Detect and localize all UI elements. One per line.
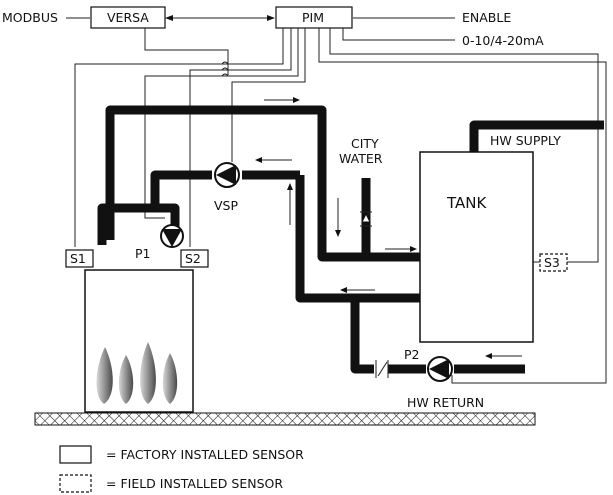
p2-label: P2: [404, 347, 420, 362]
city-water-label-1: CITY: [351, 136, 379, 151]
tank: [419, 151, 534, 343]
flame-icon: [96, 342, 178, 404]
legend-solid-label: = FACTORY INSTALLED SENSOR: [106, 447, 304, 462]
modbus-label: MODBUS: [2, 10, 58, 25]
sensor-s2: [180, 249, 209, 268]
p2-pump-icon: [427, 356, 453, 382]
tank-label: TANK: [446, 194, 487, 212]
legend-solid-swatch: [59, 445, 92, 464]
sensor-s3: [539, 253, 568, 272]
sensor-s1-label: S1: [70, 251, 86, 266]
enable-label: ENABLE: [462, 10, 511, 25]
sensor-s3-label: S3: [544, 255, 560, 270]
sensor-s2-label: S2: [185, 251, 201, 266]
pim-box: [275, 6, 353, 29]
hw-supply-label: HW SUPPLY: [490, 133, 561, 148]
versa-box: [90, 6, 166, 29]
flow-arrows: [255, 97, 522, 359]
vsp-label: VSP: [214, 198, 238, 213]
p1-pump-icon: [160, 224, 184, 248]
pim-label: PIM: [302, 10, 324, 25]
city-water-label-2: WATER: [339, 151, 383, 166]
analog-label: 0-10/4-20mA: [462, 33, 544, 48]
sensor-s1: [65, 249, 94, 268]
legend-dashed-label: = FIELD INSTALLED SENSOR: [106, 476, 283, 491]
hw-return-label: HW RETURN: [407, 395, 484, 410]
versa-label: VERSA: [107, 10, 149, 25]
legend-dashed-swatch: [59, 474, 92, 493]
p1-label: P1: [135, 246, 151, 261]
vsp-pump-icon: [214, 162, 240, 188]
